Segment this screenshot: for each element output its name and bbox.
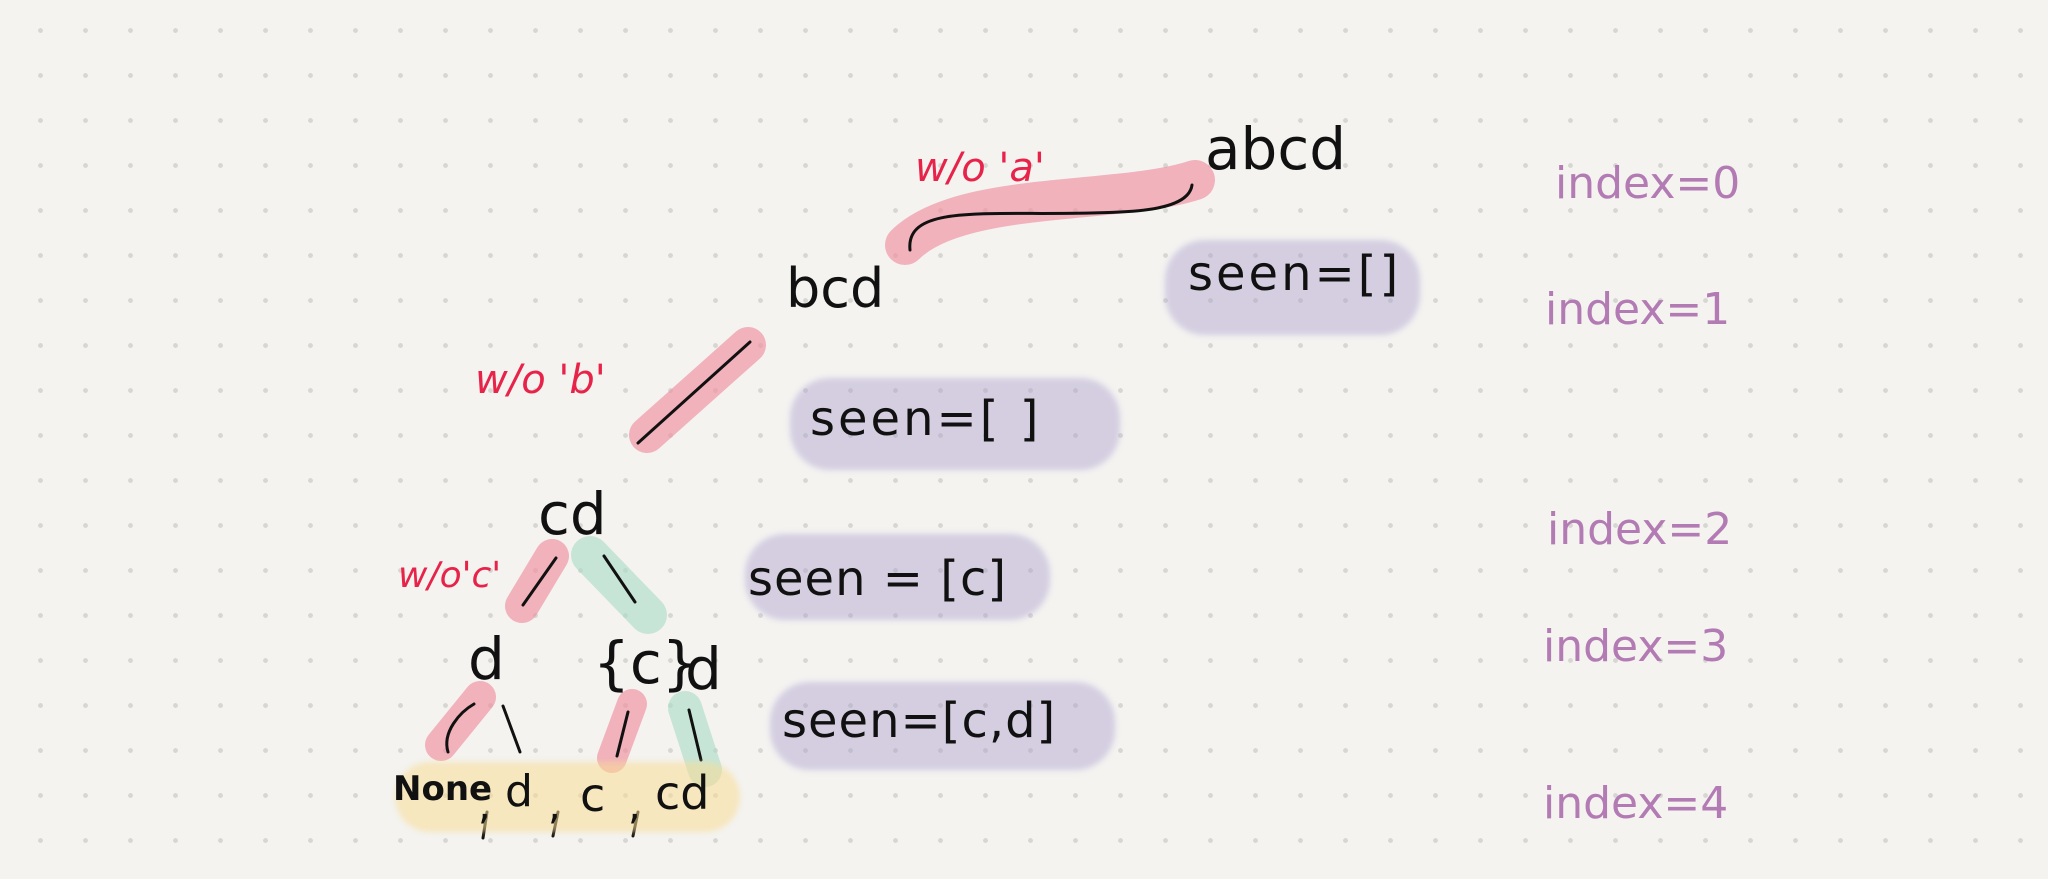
- leaf-c: c: [580, 768, 606, 822]
- seen-state-0: seen=[]: [1188, 246, 1402, 302]
- edge-without-b: [636, 340, 752, 445]
- leaf-separator-3: ,: [628, 783, 641, 829]
- leaf-d: d: [505, 766, 533, 817]
- leaf-separator-2: ,: [548, 783, 561, 829]
- edge-without-a: [908, 183, 1194, 252]
- seen-state-1: seen=[ ]: [810, 391, 1042, 447]
- node-bcd: bcd: [786, 257, 885, 320]
- seen-highlight-1: [790, 378, 1120, 470]
- node-cd: cd: [538, 480, 607, 548]
- index-label-4: index=4: [1543, 778, 1729, 829]
- leaf-cd: cd: [655, 766, 710, 820]
- seen-state-2: seen = [c]: [748, 551, 1008, 607]
- node-c-set: {c}: [593, 629, 699, 697]
- node-d-right: d: [685, 635, 722, 703]
- edge-with-d-left: [501, 704, 522, 754]
- node-d-left: d: [468, 625, 505, 693]
- leaf-none: None: [393, 769, 493, 809]
- edge-with-c: [602, 554, 637, 604]
- seen-highlight-0: [1165, 240, 1420, 335]
- edge-with-d-right: [687, 708, 703, 762]
- edge-without-d-mid: [615, 710, 630, 758]
- edge-label-without-a: w/o 'a': [915, 145, 1045, 191]
- index-label-1: index=1: [1545, 284, 1731, 335]
- node-abcd: abcd: [1205, 115, 1347, 183]
- edge-highlight-without-a: [885, 160, 1215, 265]
- seen-highlight-2: [745, 534, 1050, 620]
- index-label-2: index=2: [1547, 504, 1733, 555]
- leaf-separator-1: ,: [478, 783, 491, 829]
- leaf-highlight: [395, 762, 740, 832]
- edge-without-d-left: [445, 702, 476, 754]
- index-label-0: index=0: [1555, 158, 1741, 209]
- seen-state-3: seen=[c,d]: [782, 693, 1057, 749]
- index-label-3: index=3: [1543, 621, 1729, 672]
- edge-without-c: [521, 556, 558, 607]
- edge-label-without-c: w/o'c': [398, 555, 502, 596]
- edge-label-without-b: w/o 'b': [475, 357, 606, 403]
- edge-highlight-with-c: [571, 536, 667, 634]
- seen-highlight-3: [770, 682, 1115, 770]
